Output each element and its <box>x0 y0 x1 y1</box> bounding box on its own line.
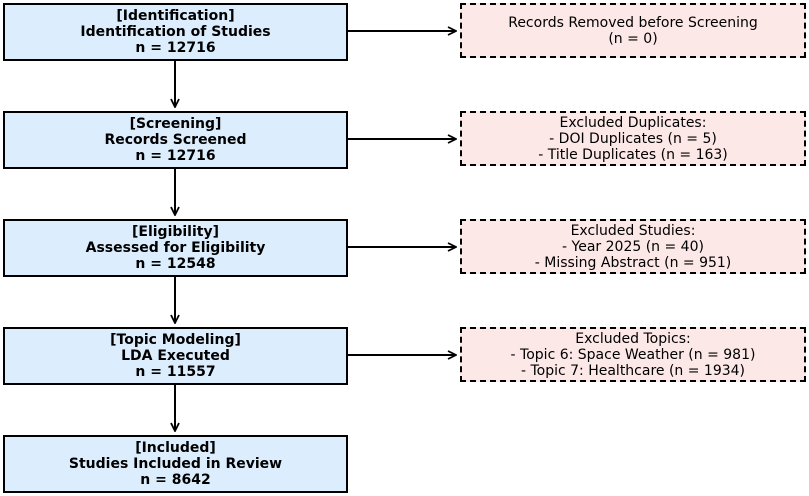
stage-box-screening: [Screening] Records Screened n = 12716 <box>3 111 348 169</box>
exclusion-box-removed-before-screening: Records Removed before Screening (n = 0) <box>460 3 806 58</box>
stage-title: Assessed for Eligibility <box>85 240 266 256</box>
exclusion-box-duplicates: Excluded Duplicates: - DOI Duplicates (n… <box>460 111 806 166</box>
stage-tag: [Identification] <box>116 8 235 24</box>
exclusion-line: - Year 2025 (n = 40) <box>562 238 704 255</box>
stage-title: Identification of Studies <box>80 24 271 40</box>
exclusion-line: - Topic 6: Space Weather (n = 981) <box>510 346 756 363</box>
stage-tag: [Topic Modeling] <box>110 332 241 348</box>
stage-box-identification: [Identification] Identification of Studi… <box>3 3 348 61</box>
stage-count: n = 12716 <box>135 40 216 56</box>
stage-title: Records Screened <box>104 132 247 148</box>
exclusion-title: Excluded Studies: <box>570 222 696 239</box>
exclusion-line: - Topic 7: Healthcare (n = 1934) <box>520 362 746 379</box>
stage-tag: [Included] <box>135 440 216 456</box>
exclusion-line: - Title Duplicates (n = 163) <box>538 146 728 163</box>
stage-count: n = 12716 <box>135 148 216 164</box>
exclusion-title: Records Removed before Screening <box>508 14 758 31</box>
stage-count: n = 11557 <box>135 364 216 380</box>
stage-tag: [Screening] <box>129 116 222 132</box>
exclusion-title: Excluded Topics: <box>575 330 691 347</box>
stage-title: LDA Executed <box>121 348 230 364</box>
stage-box-eligibility: [Eligibility] Assessed for Eligibility n… <box>3 219 348 277</box>
exclusion-box-topics: Excluded Topics: - Topic 6: Space Weathe… <box>460 327 806 382</box>
stage-tag: [Eligibility] <box>131 224 219 240</box>
exclusion-title: Excluded Duplicates: <box>559 114 707 131</box>
stage-box-topic-modeling: [Topic Modeling] LDA Executed n = 11557 <box>3 327 348 385</box>
exclusion-line: - Missing Abstract (n = 951) <box>534 254 732 271</box>
stage-count: n = 12548 <box>135 256 216 272</box>
stage-box-included: [Included] Studies Included in Review n … <box>3 435 348 493</box>
exclusion-line: - DOI Duplicates (n = 5) <box>549 130 717 147</box>
exclusion-box-studies: Excluded Studies: - Year 2025 (n = 40) -… <box>460 219 806 274</box>
exclusion-line: (n = 0) <box>608 30 658 47</box>
stage-title: Studies Included in Review <box>68 456 283 472</box>
stage-count: n = 8642 <box>140 472 211 488</box>
